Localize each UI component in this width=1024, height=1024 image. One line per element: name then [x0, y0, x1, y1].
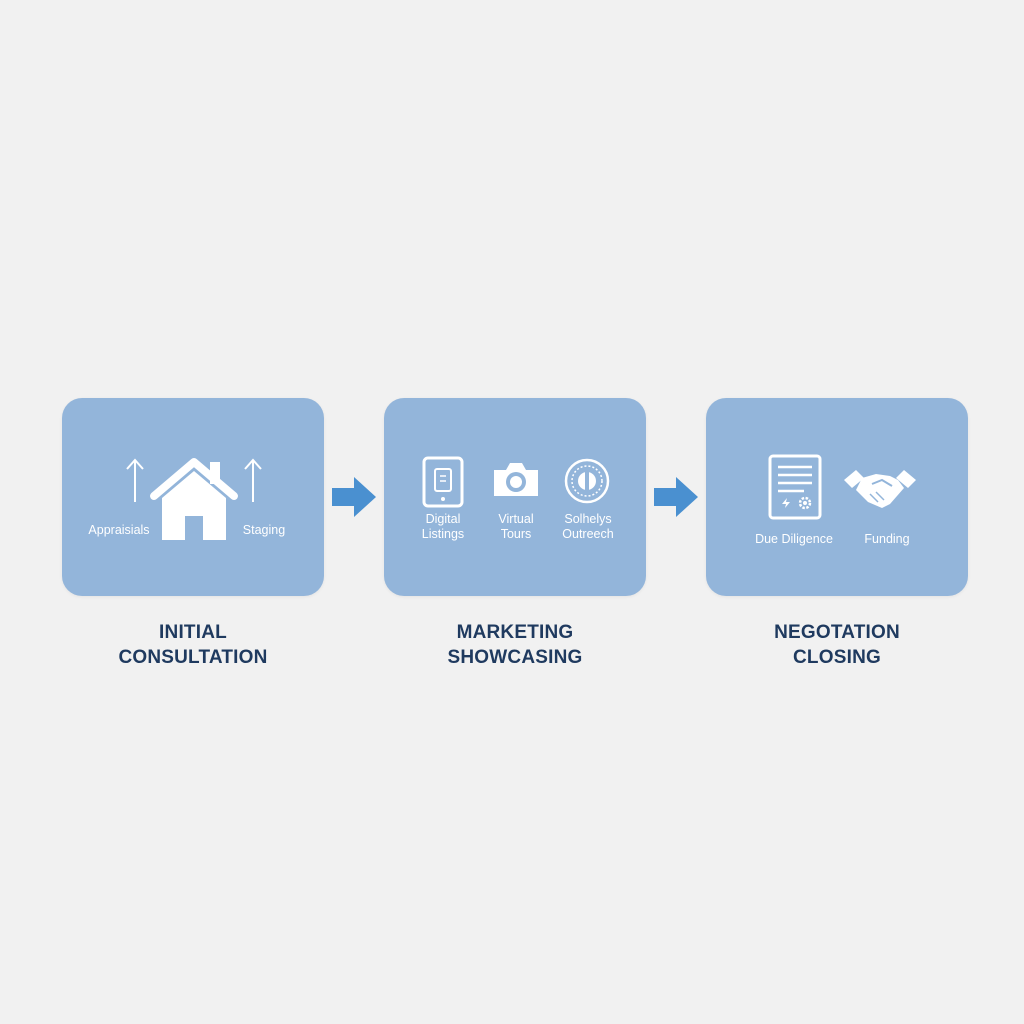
item-label-staging: Staging: [242, 523, 286, 537]
stage-title-line: NEGOTATION: [774, 622, 900, 643]
stage-title-line: MARKETING: [456, 622, 574, 643]
handshake-icon: [844, 470, 916, 508]
house-icon: [150, 458, 238, 540]
item-label-due-diligence: Due Diligence: [755, 532, 833, 546]
flow-arrow-icon: [332, 477, 376, 517]
stage-title-line: INITIAL: [159, 622, 227, 643]
flow-arrow-icon: [654, 477, 698, 517]
item-label-line: Digital: [425, 512, 461, 526]
stage-title-line: CLOSING: [793, 647, 881, 668]
item-label-line: Listings: [421, 527, 465, 541]
item-label-line: Virtual: [498, 512, 534, 526]
item-label-digital-listings: Digital Listings: [408, 512, 478, 542]
stage-title-marketing-showcasing: MARKETING SHOWCASING: [384, 620, 646, 670]
item-label-line: Solhelys: [564, 512, 612, 526]
stage-card-marketing-showcasing: Digital Listings Virtual Tours Solhelys …: [384, 398, 646, 596]
stage-card-initial-consultation: Appraisials Staging: [62, 398, 324, 596]
document-icon: [768, 454, 822, 520]
item-label-funding: Funding: [864, 532, 910, 546]
up-arrow-icon: [126, 458, 144, 502]
stage-title-line: CONSULTATION: [118, 647, 268, 668]
up-arrow-icon: [244, 458, 262, 502]
stage-title-initial-consultation: INITIAL CONSULTATION: [62, 620, 324, 670]
seal-badge-icon: [564, 458, 610, 504]
item-label-line: Outreech: [562, 527, 614, 541]
item-label-outreach: Solhelys Outreech: [550, 512, 626, 542]
stage-title-negotiation-closing: NEGOTATION CLOSING: [706, 620, 968, 670]
tablet-icon: [422, 456, 464, 508]
stage-title-line: SHOWCASING: [447, 647, 583, 668]
camera-icon: [494, 463, 538, 496]
item-label-appraisals: Appraisials: [88, 523, 150, 537]
stage-card-negotiation-closing: Due Diligence Funding: [706, 398, 968, 596]
item-label-virtual-tours: Virtual Tours: [481, 512, 551, 542]
item-label-line: Tours: [500, 527, 532, 541]
